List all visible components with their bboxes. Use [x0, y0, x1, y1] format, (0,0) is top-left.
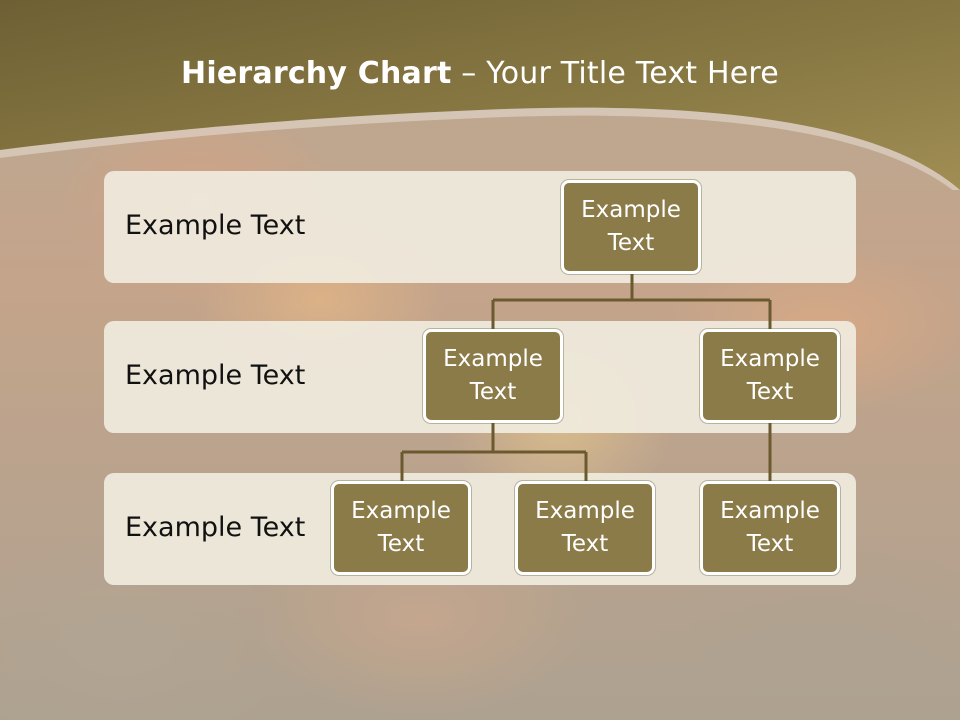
level-1-label: Example Text: [125, 210, 306, 241]
node-level-3-a[interactable]: Example Text: [331, 481, 471, 575]
node-level-3-c-text: Example Text: [720, 498, 820, 557]
level-1-band: [104, 171, 856, 283]
title-bold: Hierarchy Chart: [181, 56, 452, 91]
node-level-2-right[interactable]: Example Text: [700, 329, 840, 423]
slide-title: Hierarchy Chart – Your Title Text Here: [0, 56, 960, 91]
title-band: [0, 0, 960, 190]
connector-left-to-level-3: [400, 423, 588, 482]
node-level-2-right-text: Example Text: [720, 346, 820, 405]
node-level-2-left[interactable]: Example Text: [423, 329, 563, 423]
node-root[interactable]: Example Text: [561, 180, 701, 274]
node-root-text: Example Text: [581, 197, 681, 256]
node-level-3-b-text: Example Text: [535, 498, 635, 557]
connector-root-to-level-2: [491, 274, 772, 330]
node-level-3-c[interactable]: Example Text: [700, 481, 840, 575]
node-level-3-b[interactable]: Example Text: [515, 481, 655, 575]
node-level-3-a-text: Example Text: [351, 498, 451, 557]
title-rest: – Your Title Text Here: [451, 56, 779, 91]
level-2-label: Example Text: [125, 360, 306, 391]
level-3-label: Example Text: [125, 512, 306, 543]
node-level-2-left-text: Example Text: [443, 346, 543, 405]
